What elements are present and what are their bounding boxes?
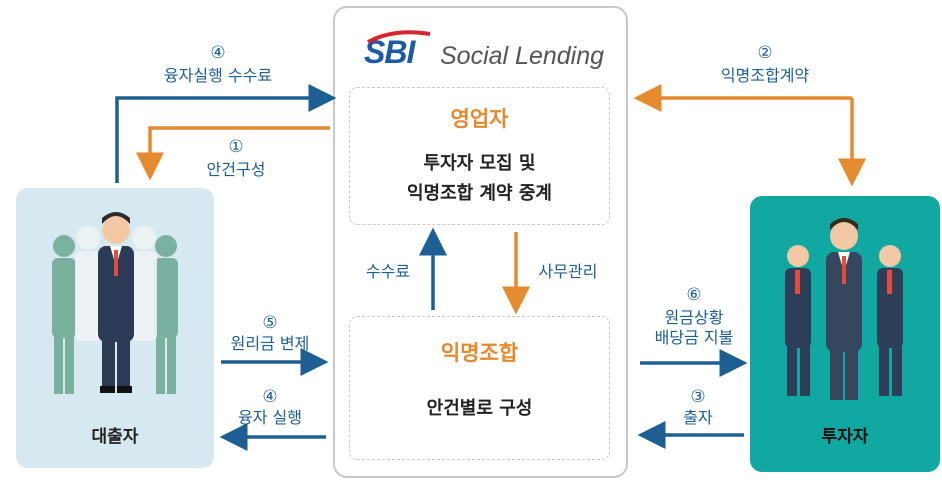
logo-swoosh-icon xyxy=(367,30,431,44)
operator-line1: 투자자 모집 및 xyxy=(423,153,536,174)
borrower-group-icon xyxy=(52,212,178,394)
flow6-line1: 원금상황 xyxy=(664,308,724,327)
operator-line2: 익명조합 계약 중계 xyxy=(406,183,552,204)
partnership-box xyxy=(349,316,610,460)
investor-label: 투자자 xyxy=(821,427,869,447)
logo-product-name: Social Lending xyxy=(440,42,605,70)
flow2-number: ② xyxy=(757,43,773,63)
arrow-fee-to-operator xyxy=(115,84,337,183)
flow5-number: ⑤ xyxy=(262,313,278,333)
arrow-case-setup xyxy=(136,126,330,181)
flow1-label: 안건구성 xyxy=(206,160,266,179)
admin-label: 사무관리 xyxy=(538,262,598,281)
flow5-label: 원리금 변제 xyxy=(230,334,310,353)
investor-group-icon xyxy=(785,218,903,400)
flow2-label: 익명조합계약 xyxy=(720,66,810,85)
flow4-bottom-label: 융자 실행 xyxy=(238,408,302,427)
flow3-number: ③ xyxy=(690,387,706,407)
borrower-label: 대출자 xyxy=(91,427,139,447)
flow6-line2: 배당금 지불 xyxy=(654,328,734,347)
operator-box xyxy=(349,87,610,225)
partnership-title: 익명조합 xyxy=(440,341,519,365)
flow3-label: 출자 xyxy=(683,408,713,427)
fee-label: 수수료 xyxy=(365,262,411,281)
flow4-top-number: ④ xyxy=(210,43,226,63)
operator-title: 영업자 xyxy=(450,107,509,131)
flow1-number: ① xyxy=(228,137,244,157)
partnership-desc: 안건별로 구성 xyxy=(426,398,533,419)
flow4-bottom-number: ④ xyxy=(262,387,278,407)
flow4-top-label: 융자실행 수수료 xyxy=(163,66,273,85)
flow6-number: ⑥ xyxy=(686,285,702,305)
